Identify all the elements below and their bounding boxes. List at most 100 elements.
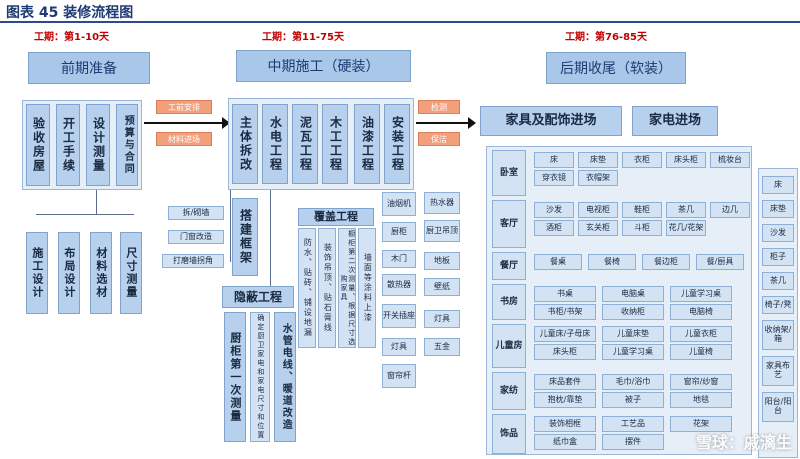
right-column-item: 床垫	[762, 200, 794, 218]
furniture-item: 儿童衣柜	[670, 326, 732, 342]
furniture-item: 书桌	[534, 286, 596, 302]
hidden-appliance-position: 确定厨卫家电和家电尺寸和位置	[250, 312, 270, 442]
furniture-item: 餐椅	[588, 254, 636, 270]
install-radiator: 散热器	[382, 274, 416, 296]
install-wallpaper: 壁纸	[424, 278, 460, 296]
step-design-measure: 设计测量	[86, 104, 110, 186]
install-lamps: 灯具	[382, 338, 416, 356]
step-inspect-house: 验收房屋	[26, 104, 50, 186]
phase-mid-duration: 工期：第11-75天	[262, 32, 344, 43]
install-water-heater: 热水器	[424, 192, 460, 214]
figure-title: 图表 45 装修流程图	[6, 5, 134, 21]
mid-step-installation: 安装工程	[384, 104, 410, 184]
early-connector	[96, 190, 97, 214]
demo-sub-wall: 拆/砌墙	[168, 206, 224, 220]
sub-construction-design: 施工设计	[26, 232, 48, 314]
hidden-pipes-wires: 水管电线、暖道改造	[274, 312, 296, 442]
mid-step-masonry: 泥瓦工程	[292, 104, 318, 184]
arrow-early-to-mid	[144, 122, 226, 124]
room-category: 饰品	[492, 414, 526, 454]
furniture-item: 鞋柜	[622, 202, 662, 218]
hidden-works-title: 隐蔽工程	[222, 286, 294, 308]
mid-step-painting: 油漆工程	[354, 104, 380, 184]
furniture-item: 儿童学习桌	[602, 344, 664, 360]
transit-materials-in: 材料进场	[156, 132, 212, 146]
sub-size-measure: 尺寸测量	[120, 232, 142, 314]
header-late: 后期收尾（软装）	[546, 52, 686, 84]
furniture-item: 儿童床垫	[602, 326, 664, 342]
cover-waterproof-tile: 防水、贴砖、铺设地漏	[298, 228, 316, 348]
transit-pre-work: 工前安排	[156, 100, 212, 114]
sub-material-selection: 材料选材	[90, 232, 112, 314]
furniture-item: 梳妆台	[710, 152, 750, 168]
furniture-item: 儿童椅	[670, 344, 732, 360]
cover-ceiling: 装饰吊顶、贴石膏线	[318, 228, 336, 348]
furniture-item: 边几	[710, 202, 750, 218]
furniture-item: 斗柜	[622, 220, 662, 236]
hidden-cabinet-measure: 厨柜第一次测量	[224, 312, 246, 442]
furniture-item: 花几/花架	[666, 220, 706, 236]
furniture-item: 床头柜	[666, 152, 706, 168]
furniture-item: 被子	[602, 392, 664, 408]
right-column-item: 家具布艺	[762, 356, 794, 386]
furniture-item: 餐/厨具	[696, 254, 744, 270]
step-budget-contract: 预算与合同	[116, 104, 138, 186]
install-kitchen-ceiling: 厨卫吊顶	[424, 220, 460, 242]
furniture-item: 毛巾/浴巾	[602, 374, 664, 390]
furniture-item: 书柜/书架	[534, 304, 596, 320]
demo-connector	[230, 190, 231, 262]
install-cabinet: 厨柜	[382, 222, 416, 242]
build-frame: 搭建框架	[232, 198, 258, 276]
furniture-item: 电视柜	[578, 202, 618, 218]
demo-sub-polish: 打磨墙拐角	[162, 254, 224, 268]
furniture-item: 床头柜	[534, 344, 596, 360]
furniture-item: 花架	[670, 416, 732, 432]
right-column-item: 阳台/阳台	[762, 392, 794, 422]
furniture-item: 玄关柜	[578, 220, 618, 236]
mid-step-demolition: 主体拆改	[232, 104, 258, 184]
furniture-entry-title: 家具及配饰进场	[480, 106, 622, 136]
cover-cabinet-remeasure: 橱柜第二次测量、根据尺寸选购家具	[338, 228, 356, 348]
furniture-item: 工艺品	[602, 416, 664, 432]
furniture-item: 电脑椅	[670, 304, 732, 320]
watermark: 雪球：戚漓生	[695, 433, 792, 452]
furniture-item: 衣帽架	[578, 170, 618, 186]
room-category: 书房	[492, 284, 526, 320]
furniture-item: 窗帘/纱窗	[670, 374, 732, 390]
hidden-connector	[270, 190, 271, 290]
cover-works-title: 覆盖工程	[298, 208, 374, 226]
mid-steps-panel	[228, 98, 414, 190]
mid-step-carpentry: 木工工程	[322, 104, 348, 184]
cover-wall-paint: 墙面等涂料上漆	[358, 228, 376, 348]
arrow-head-1	[222, 117, 230, 129]
header-mid: 中期施工（硬装）	[236, 50, 411, 82]
install-wood-door: 木门	[382, 250, 416, 268]
early-branch-line	[36, 214, 134, 215]
right-column-item: 椅子/凳	[762, 296, 794, 314]
right-column-item: 床	[762, 176, 794, 194]
room-category: 卧室	[492, 150, 526, 196]
right-column-item: 沙发	[762, 224, 794, 242]
furniture-item: 餐桌	[534, 254, 582, 270]
furniture-item: 抱枕/靠垫	[534, 392, 596, 408]
room-category: 儿童房	[492, 324, 526, 368]
arrow-mid-to-late	[416, 122, 470, 124]
room-category: 客厅	[492, 200, 526, 248]
install-range-hood: 油烟机	[382, 192, 416, 216]
right-column-item: 柜子	[762, 248, 794, 266]
header-early: 前期准备	[28, 52, 150, 84]
furniture-item: 摆件	[602, 434, 664, 450]
furniture-item: 床	[534, 152, 574, 168]
furniture-item: 餐边柜	[642, 254, 690, 270]
furniture-item: 穿衣镜	[534, 170, 574, 186]
furniture-item: 茶几	[666, 202, 706, 218]
transit-cleaning: 保洁	[418, 132, 460, 146]
furniture-item: 地毯	[670, 392, 732, 408]
furniture-item: 床垫	[578, 152, 618, 168]
sub-layout-design: 布局设计	[58, 232, 80, 314]
phase-late-duration: 工期：第76-85天	[565, 32, 647, 43]
arrow-head-2	[468, 117, 476, 129]
furniture-item: 纸巾盒	[534, 434, 596, 450]
furniture-item: 床品套件	[534, 374, 596, 390]
furniture-item: 收纳柜	[602, 304, 664, 320]
